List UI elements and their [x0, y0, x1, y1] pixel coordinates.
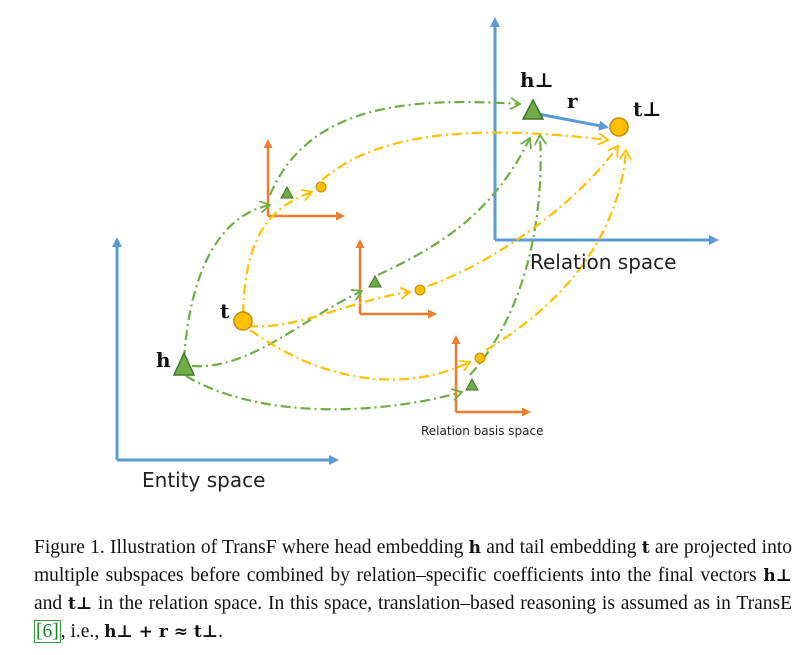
head-entity-triangle: [172, 351, 196, 376]
r-label: r: [567, 89, 578, 113]
caption-text-6: , i.e.,: [60, 621, 105, 642]
head-projection-2: [368, 274, 382, 288]
caption-h: h: [468, 538, 482, 558]
entity-space-label: Entity space: [142, 468, 265, 492]
h-perp-label: h⊥: [520, 68, 554, 92]
relation-vector-r: [532, 111, 609, 131]
t-perp-label: t⊥: [633, 97, 661, 121]
tail-projection-1: [315, 181, 327, 193]
citation-link[interactable]: [6]: [34, 620, 61, 643]
caption-formula: h⊥ + r ≈ t⊥: [104, 622, 219, 642]
basis-subspace-1-axes: [263, 139, 345, 221]
caption-t-perp: t⊥: [67, 594, 93, 614]
tail-projection-2: [414, 284, 426, 296]
relation-space-axes: [490, 17, 719, 245]
caption-text-4: and: [34, 593, 68, 614]
tail-projection-3: [474, 352, 486, 364]
head-projection-1: [280, 185, 294, 199]
head-projection-3: [465, 377, 479, 391]
basis-subspace-2-axes: [355, 239, 437, 319]
figure-caption: Figure 1. Illustration of TransF where h…: [34, 534, 792, 646]
entity-space-axes: [112, 237, 339, 465]
caption-text-5: in the relation space. In this space, tr…: [92, 593, 792, 614]
caption-t: t: [641, 538, 650, 558]
basis-subspace-3-axes: [451, 335, 531, 417]
caption-text-7: .: [218, 621, 223, 642]
caption-fig-label: Figure 1.: [34, 537, 105, 558]
transf-illustration: Entity space Relation space Relation bas…: [112, 17, 719, 492]
caption-text-3: are projected into multiple subspaces be…: [34, 537, 792, 586]
relation-basis-space-label: Relation basis space: [421, 424, 544, 438]
h-label: h: [156, 348, 171, 372]
caption-text-2: and tail embedding: [481, 537, 642, 558]
caption-text-1: Illustration of TransF where head embedd…: [110, 537, 469, 558]
tail-projection-paths: [241, 131, 626, 381]
tail-entity-circle: [233, 311, 253, 331]
caption-h-perp: h⊥: [763, 566, 792, 586]
tail-perp-circle: [609, 117, 629, 137]
relation-space-label: Relation space: [530, 250, 676, 274]
head-projection-paths: [182, 102, 541, 411]
head-perp-triangle: [521, 98, 545, 120]
t-label: t: [220, 299, 230, 323]
